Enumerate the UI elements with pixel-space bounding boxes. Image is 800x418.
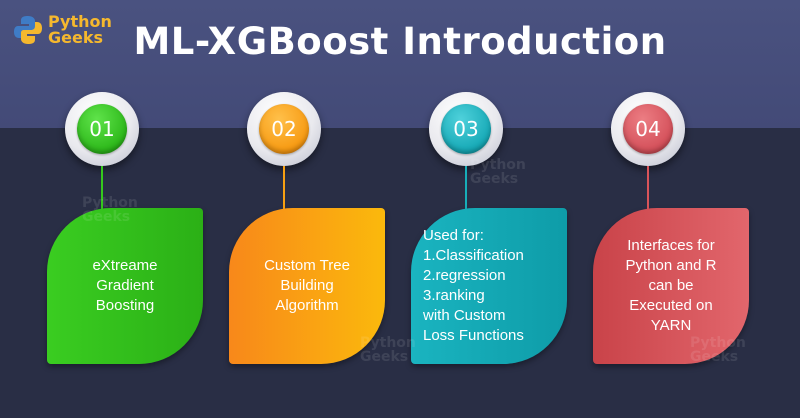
step-badge: 02 [247, 92, 321, 166]
connector-line [101, 166, 103, 210]
brand-line-1: Python [48, 12, 112, 31]
feature-item-1: 01 eXtreame Gradient Boosting [30, 0, 203, 418]
watermark-logo: Python Geeks [690, 336, 746, 364]
watermark-line-2: Geeks [82, 209, 131, 225]
step-badge: 04 [611, 92, 685, 166]
watermark-line-2: Geeks [360, 349, 409, 365]
feature-text: Interfaces for Python and R can be Execu… [625, 237, 717, 334]
brand-name: Python Geeks [48, 14, 112, 46]
connector-line [283, 166, 285, 210]
watermark-logo: Python Geeks [470, 158, 526, 186]
watermark-logo: Python Geeks [82, 196, 138, 224]
step-number: 02 [259, 104, 309, 154]
feature-card: Custom Tree Building Algorithm [229, 208, 385, 364]
connector-line [647, 166, 649, 210]
watermark-line-1: Python [690, 335, 746, 351]
feature-item-2: 02 Custom Tree Building Algorithm [212, 0, 385, 418]
feature-text: eXtreame Gradient Boosting [92, 257, 158, 314]
step-number: 01 [77, 104, 127, 154]
page-title: ML-XGBoost Introduction [133, 20, 667, 63]
connector-line [465, 166, 467, 210]
feature-text: Used for: 1.Classification 2.regression … [423, 227, 524, 344]
watermark-line-2: Geeks [690, 349, 739, 365]
step-number: 03 [441, 104, 491, 154]
feature-card: Interfaces for Python and R can be Execu… [593, 208, 749, 364]
step-badge: 01 [65, 92, 139, 166]
brand-line-2: Geeks [48, 28, 103, 47]
watermark-line-1: Python [470, 157, 526, 173]
feature-text: Custom Tree Building Algorithm [264, 257, 350, 314]
python-logo-icon [14, 16, 42, 44]
watermark-line-1: Python [360, 335, 416, 351]
step-badge: 03 [429, 92, 503, 166]
feature-card: Used for: 1.Classification 2.regression … [411, 208, 567, 364]
watermark-line-1: Python [82, 195, 138, 211]
watermark-logo: Python Geeks [360, 336, 416, 364]
feature-item-3: 03 Used for: 1.Classification 2.regressi… [394, 0, 567, 418]
feature-item-4: 04 Interfaces for Python and R can be Ex… [576, 0, 749, 418]
brand-logo: Python Geeks [12, 8, 122, 48]
feature-card: eXtreame Gradient Boosting [47, 208, 203, 364]
step-number: 04 [623, 104, 673, 154]
watermark-line-2: Geeks [470, 171, 519, 187]
